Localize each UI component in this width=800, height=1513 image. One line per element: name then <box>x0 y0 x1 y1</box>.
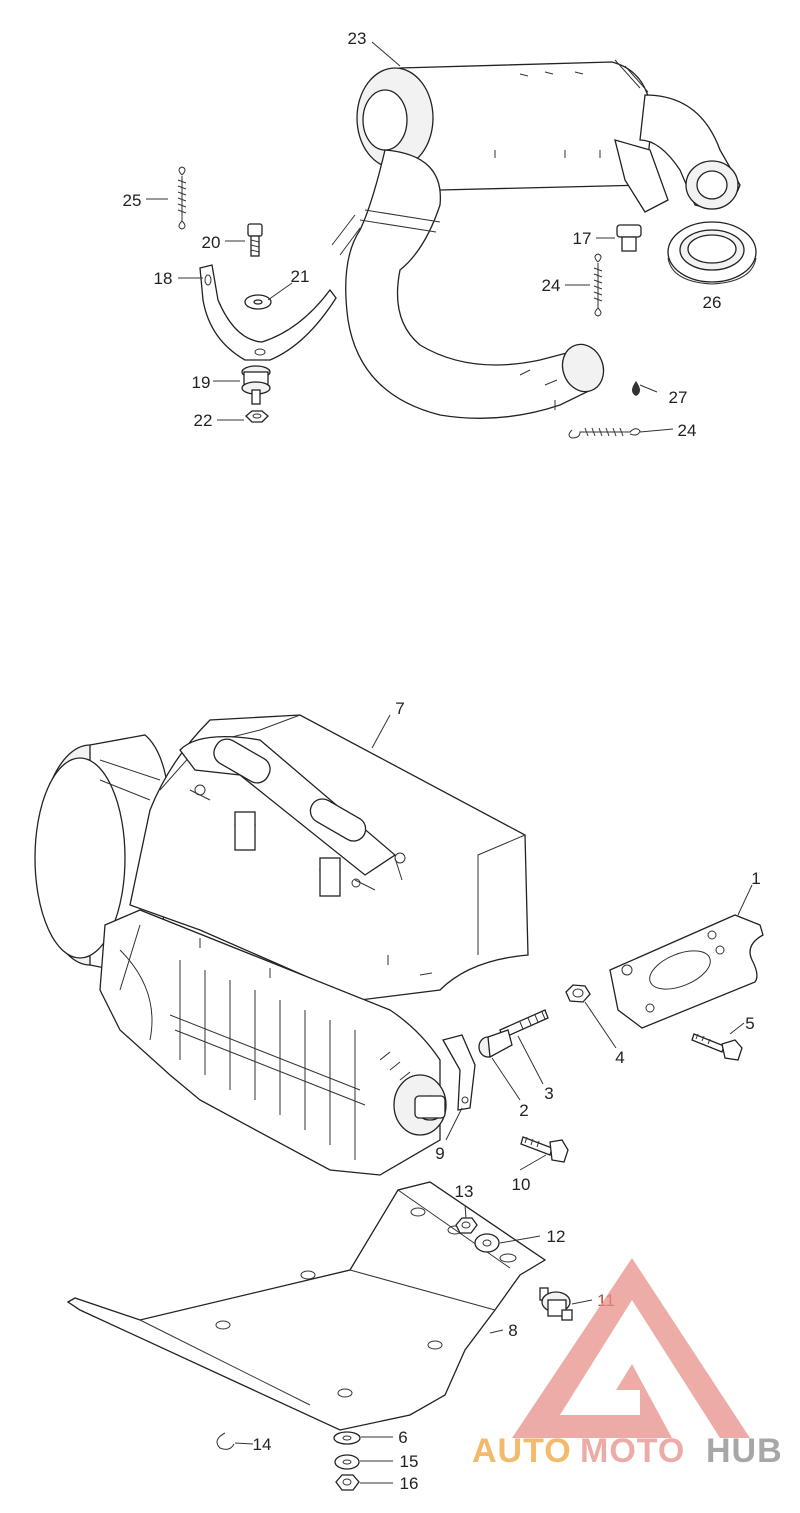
callout-16: 16 <box>400 1474 419 1493</box>
watermark-text-hub: HUB <box>706 1432 783 1470</box>
callout-3: 3 <box>544 1084 553 1103</box>
nut-part-4 <box>565 984 591 1003</box>
nut-part-13 <box>455 1217 478 1234</box>
callout-20: 20 <box>202 233 221 252</box>
cap-part-17 <box>616 224 642 252</box>
mounting-plate-part-1 <box>609 914 764 1029</box>
callout-10: 10 <box>512 1175 531 1194</box>
callout-5: 5 <box>745 1014 754 1033</box>
triangle-logo-icon <box>512 1258 750 1438</box>
leader-lines <box>146 41 753 1484</box>
callout-8: 8 <box>508 1321 517 1340</box>
callout-18: 18 <box>154 269 173 288</box>
muffler-assembly <box>331 59 741 419</box>
watermark-text-auto: AUTO <box>472 1432 572 1470</box>
grommet-part-19 <box>241 365 271 405</box>
callout-24-upper: 24 <box>542 276 561 295</box>
callout-7: 7 <box>395 699 404 718</box>
bolt-part-5 <box>691 1033 743 1061</box>
watermark-text-moto: MOTO <box>580 1432 685 1470</box>
spring-part-24-upper <box>593 253 603 317</box>
washer-part-12 <box>474 1233 500 1253</box>
callout-6: 6 <box>398 1428 407 1447</box>
seal-ring-part-26 <box>667 221 757 285</box>
spring-part-25 <box>177 166 187 230</box>
skid-plate-part-8 <box>66 1181 547 1431</box>
bracket-part-9 <box>442 1034 476 1111</box>
rubber-mount-part-11 <box>539 1287 573 1321</box>
engine-block-part-7 <box>34 714 529 1176</box>
spacer-part-2 <box>478 1029 513 1059</box>
bolt-part-10 <box>520 1136 569 1163</box>
callout-2: 2 <box>519 1101 528 1120</box>
clip-part-14 <box>216 1432 235 1450</box>
callout-21: 21 <box>291 267 310 286</box>
callout-23: 23 <box>348 29 367 48</box>
callout-22: 22 <box>194 411 213 430</box>
callout-24-lower: 24 <box>678 421 697 440</box>
callout-27: 27 <box>669 388 688 407</box>
callout-4: 4 <box>615 1048 624 1067</box>
callout-9: 9 <box>435 1144 444 1163</box>
callout-1: 1 <box>751 869 760 888</box>
nut-part-16 <box>335 1474 360 1491</box>
washer-part-15 <box>334 1454 360 1470</box>
callout-19: 19 <box>192 373 211 392</box>
callout-15: 15 <box>400 1452 419 1471</box>
washer-part-6 <box>333 1431 361 1445</box>
bracket-part-18 <box>199 264 337 361</box>
callout-12: 12 <box>547 1227 566 1246</box>
callout-25: 25 <box>123 191 142 210</box>
callout-26: 26 <box>703 293 722 312</box>
washer-part-21 <box>244 294 272 310</box>
nut-part-22 <box>245 410 269 423</box>
sealant-drop-part-27 <box>632 381 640 396</box>
callout-13: 13 <box>455 1182 474 1201</box>
spring-part-24-lower <box>568 427 641 439</box>
callout-14: 14 <box>253 1435 272 1454</box>
callout-17: 17 <box>573 229 592 248</box>
automotohub-watermark: AUTO MOTO HUB <box>472 1258 783 1470</box>
bolt-part-20 <box>247 223 263 257</box>
